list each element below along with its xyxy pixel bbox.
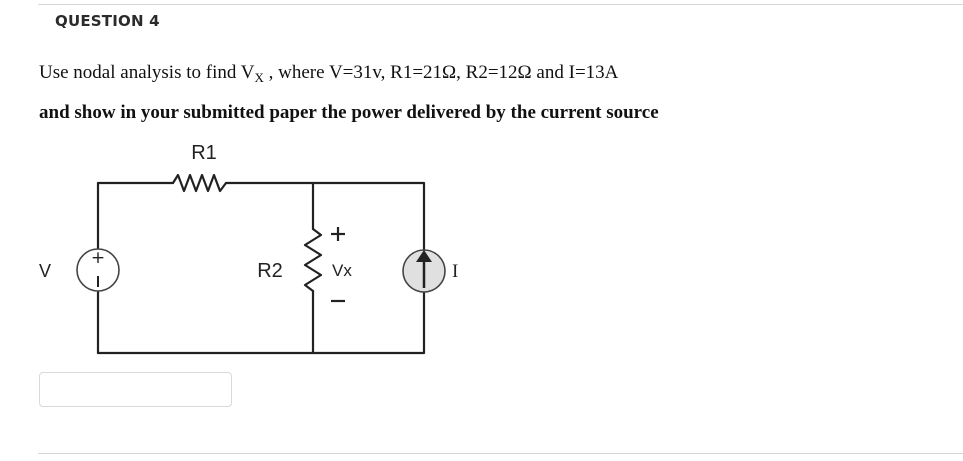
question-text-line-2: and show in your submitted paper the pow… xyxy=(39,102,659,123)
r1-label: R1 xyxy=(191,142,217,164)
current-source-arrow-head xyxy=(416,250,432,262)
circuit-diagram: + R1 R2 V Vx I xyxy=(39,142,458,355)
top-divider xyxy=(38,4,963,5)
r2-label: R2 xyxy=(257,260,283,282)
vx-label: Vx xyxy=(332,261,352,280)
bottom-wire xyxy=(96,289,426,355)
question-text-suffix: , where V=31v, R1=21Ω, R2=12Ω and I=13A xyxy=(263,62,619,83)
question-text-prefix: Use nodal analysis to find V xyxy=(39,62,255,83)
voltage-source-plus: + xyxy=(91,248,105,268)
question-title: QUESTION 4 xyxy=(55,12,160,30)
i-label: I xyxy=(452,261,458,282)
question-text-line-1: Use nodal analysis to find VX , where V=… xyxy=(39,62,619,85)
answer-input[interactable] xyxy=(39,372,232,407)
question-text-subscript: X xyxy=(254,70,264,85)
v-label: V xyxy=(39,261,51,281)
r2-resistor xyxy=(303,227,323,293)
top-wire-right xyxy=(224,181,426,253)
r1-resistor xyxy=(171,173,228,193)
voltage-source-icon xyxy=(76,248,120,292)
bottom-divider xyxy=(38,453,963,454)
